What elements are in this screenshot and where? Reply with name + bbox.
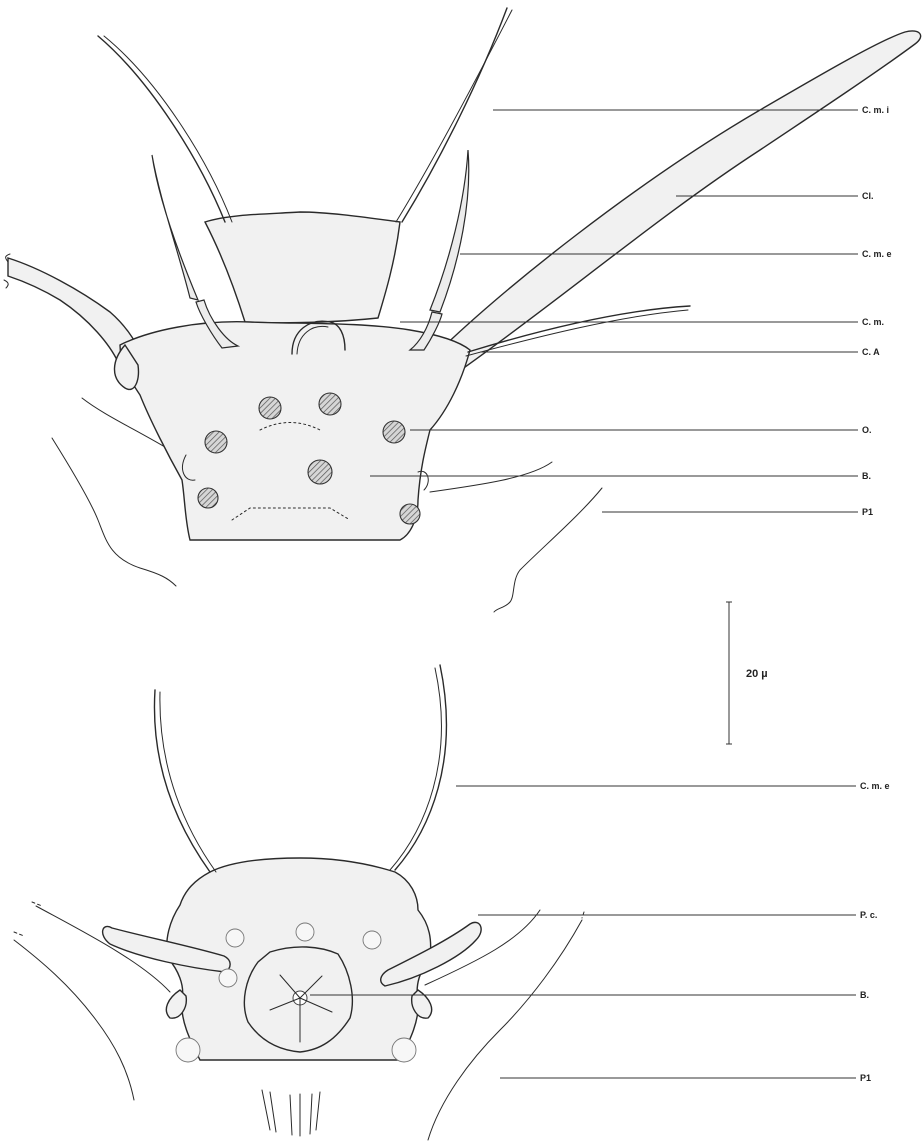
top-view-drawing: [4, 8, 921, 612]
label-o: O.: [862, 425, 872, 435]
label-cl: Cl.: [862, 191, 874, 201]
clavate-process: [430, 31, 921, 372]
label-cme-bottom: C. m. e: [860, 781, 890, 791]
seta-cme-bottom-left: [154, 690, 210, 872]
label-pc: P. c.: [860, 910, 877, 920]
scale-bar: 20 µ: [726, 602, 768, 744]
label-b-bottom: B.: [860, 990, 869, 1000]
label-p1: P1: [862, 507, 873, 517]
eye-spot: [205, 431, 227, 453]
eye-spot: [308, 460, 332, 484]
eye-spot: [259, 397, 281, 419]
label-cm: C. m.: [862, 317, 884, 327]
label-cmi: C. m. i: [862, 105, 889, 115]
eye-spot: [198, 488, 218, 508]
label-ca: C. A: [862, 347, 880, 357]
bottom-left-body-outline: [14, 940, 134, 1100]
label-cme: C. m. e: [862, 249, 892, 259]
eye-spot: [319, 393, 341, 415]
top-head-plate: [205, 212, 400, 323]
top-view-labels: C. m. i Cl. C. m. e C. m. C. A O. B. P1: [862, 105, 892, 517]
label-b: B.: [862, 471, 871, 481]
top-right-lobe-line: [430, 462, 552, 492]
scale-bar-label: 20 µ: [746, 668, 768, 680]
seta-cme-right: [430, 150, 469, 312]
bottom-view-drawing: [14, 665, 584, 1140]
seta-cmi-right: [402, 8, 507, 222]
seta-cme-bottom-right: [395, 665, 446, 870]
label-p1-bottom: P1: [860, 1073, 871, 1083]
top-right-body-outline: [494, 488, 602, 612]
eye-spot: [400, 504, 420, 524]
top-left-body-outline: [52, 438, 176, 586]
seta-cme-left: [152, 155, 198, 300]
bottom-view-labels: C. m. e P. c. B. P1: [860, 781, 890, 1083]
eye-spot: [383, 421, 405, 443]
top-view-leaders: [370, 110, 858, 512]
